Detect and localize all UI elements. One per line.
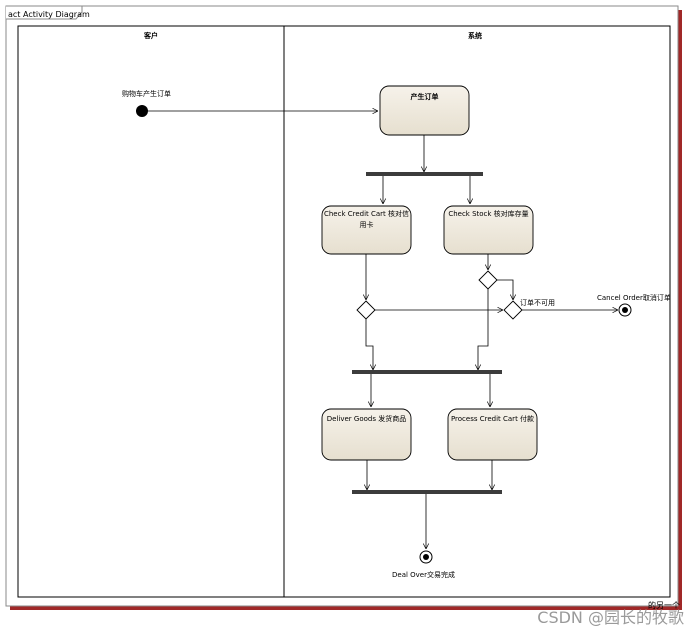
node-process-credit-label: Process Credit Cart 付款 (450, 415, 535, 423)
node-process-credit (447, 408, 538, 461)
flow-credit-decision-to-join (365, 319, 373, 370)
cancel-final-node-inner (622, 307, 628, 313)
cancel-label: Cancel Order取消订单 (597, 294, 671, 302)
final-node-inner (423, 554, 429, 560)
guard-label: 订单不可用 (520, 299, 555, 307)
frame-title-tab (6, 5, 83, 20)
node-deliver-goods (321, 408, 412, 461)
node-check-credit-label-line2: 用卡 (359, 221, 374, 229)
node-check-credit (321, 205, 412, 255)
diagram-frame (5, 5, 679, 607)
flow-stock-decision-to-merge (497, 279, 513, 300)
decision-merge (503, 300, 523, 320)
initial-label: 购物车产生订单 (122, 90, 171, 98)
node-check-stock-label: Check Stock 核对库存量 (448, 210, 529, 218)
fork-bar-1 (366, 172, 483, 176)
watermark: CSDN @园长的牧歌 (537, 608, 684, 627)
node-deliver-goods-label: Deliver Goods 发货商品 (326, 415, 407, 423)
corner-note: 的另一个 (648, 601, 680, 610)
initial-node (136, 105, 148, 117)
lane-title-customer: 客户 (144, 32, 158, 40)
frame-title: act Activity Diagram (8, 10, 90, 19)
join-bar-1 (352, 370, 502, 374)
node-check-credit-label: Check Credit Cart 核对信 用卡 (322, 209, 411, 231)
join-bar-2 (352, 490, 502, 494)
node-check-credit-label-line1: Check Credit Cart 核对信 (323, 210, 410, 218)
node-create-order-label: 产生订单 (410, 93, 439, 101)
swimlane-container (17, 25, 671, 598)
lane-title-system: 系统 (468, 32, 482, 40)
final-label: Deal Over交易完成 (392, 571, 455, 579)
node-create-order (379, 85, 470, 136)
flow-stock-decision-to-join (478, 289, 489, 370)
node-check-stock (443, 205, 534, 255)
